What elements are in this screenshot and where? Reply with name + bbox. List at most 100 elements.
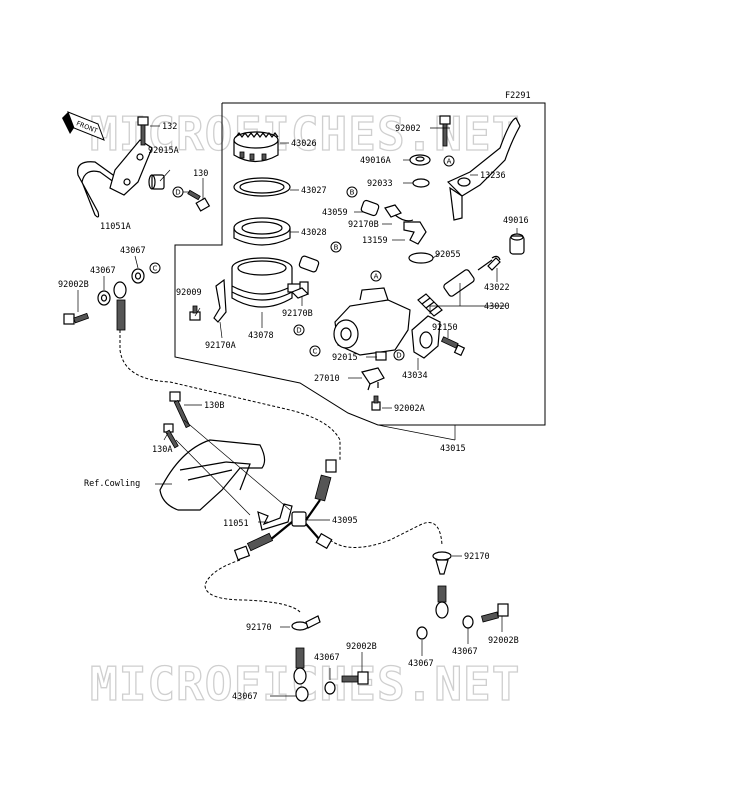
label-92002b-b: 92002B [488, 636, 519, 646]
figure-code: F2291 [505, 91, 531, 101]
label-13159: 13159 [362, 236, 388, 246]
callout-d-reservoir: D [293, 324, 305, 336]
label-13236: 13236 [480, 171, 506, 181]
screw-92002a [371, 395, 381, 411]
reservoir-cap-43026 [233, 131, 279, 163]
bolt-92150 [440, 336, 466, 357]
callout-a-body: A [370, 270, 382, 282]
fitting-left-lower [293, 647, 307, 685]
banjo-bolt-92002b-left [63, 312, 90, 325]
callout-c-body: C [309, 345, 321, 357]
label-130a: 130A [152, 445, 172, 455]
washer-43067-left-c [295, 686, 309, 702]
washer-43067-left-d [324, 681, 336, 695]
label-92170a: 92170A [205, 341, 236, 351]
label-92055: 92055 [435, 250, 461, 260]
cowling-ref [159, 439, 266, 511]
label-92015: 92015 [332, 353, 358, 363]
washer-92033 [412, 178, 430, 188]
label-ref-cowling: Ref.Cowling [84, 479, 140, 489]
master-cylinder-body [333, 287, 411, 356]
callout-b-lower: B [330, 241, 342, 253]
label-92170b-b: 92170B [282, 309, 313, 319]
label-43026: 43026 [291, 139, 317, 149]
banjo-fitting-left [113, 281, 127, 331]
label-43015: 43015 [440, 444, 466, 454]
label-43067-c: 43067 [452, 647, 478, 657]
svg-text:A: A [447, 158, 452, 166]
lever-13236 [446, 117, 521, 221]
svg-text:B: B [350, 189, 355, 197]
fitting-right-lower [435, 585, 449, 619]
hose-fitting-13159 [403, 221, 427, 245]
screw-92009 [189, 305, 201, 321]
label-43027: 43027 [301, 186, 327, 196]
part-labels: 132 92015A 130 11051A 43026 43027 43028 … [58, 122, 529, 702]
svg-text:D: D [296, 327, 301, 335]
callout-d-body: D [393, 349, 405, 361]
cap-92015 [375, 351, 387, 361]
bracket-11051 [257, 503, 293, 531]
bushing-49016a [409, 154, 431, 166]
callout-c-left: C [149, 262, 161, 274]
bolt-130a [163, 423, 179, 449]
washer-43067-left-a [131, 268, 145, 284]
label-92002a: 92002A [394, 404, 425, 414]
svg-text:D: D [396, 352, 401, 360]
leader-lines [77, 125, 518, 697]
hose-line-left [204, 559, 301, 613]
label-43020: 43020 [484, 302, 510, 312]
collar-92015a [148, 174, 165, 190]
clip-43022 [487, 255, 501, 271]
banjo-92170-right [432, 551, 452, 575]
bolt-130 [187, 189, 211, 212]
joint-43095 [233, 459, 337, 561]
label-43078: 43078 [248, 331, 274, 341]
label-132: 132 [162, 122, 177, 132]
label-92009: 92009 [176, 288, 202, 298]
hose-short-b [298, 255, 320, 273]
callout-a-upper: A [443, 155, 455, 167]
banjo-bolt-92002b-lower [341, 671, 369, 685]
label-92002b-a: 92002B [58, 280, 89, 290]
bushing-49016 [509, 233, 525, 255]
hose-line-upper [119, 330, 341, 460]
bolt-92002 [439, 115, 451, 147]
label-92002b-c: 92002B [346, 642, 377, 652]
callout-d-upper: D [172, 186, 184, 198]
assembly-frame [174, 102, 546, 426]
plate-43027 [233, 177, 291, 197]
holder-43034 [411, 315, 441, 359]
label-43067-b: 43067 [90, 266, 116, 276]
hose-43059 [360, 199, 414, 222]
watermark-bottom: MICROFICHES.NET [90, 657, 520, 711]
label-43067-a: 43067 [120, 246, 146, 256]
diaphragm-43028 [233, 217, 291, 246]
bolt-132 [137, 116, 149, 146]
label-43022: 43022 [484, 283, 510, 293]
reservoir-43078 [231, 257, 309, 308]
o-ring-92055 [408, 252, 434, 264]
label-43095: 43095 [332, 516, 358, 526]
svg-text:C: C [153, 265, 158, 273]
label-130b: 130B [204, 401, 224, 411]
switch-27010 [361, 367, 385, 391]
label-43059: 43059 [322, 208, 348, 218]
washer-43067-right-a [416, 626, 428, 640]
label-49016a: 49016A [360, 156, 391, 166]
label-92002: 92002 [395, 124, 421, 134]
label-92033: 92033 [367, 179, 393, 189]
piston-assembly-43020 [417, 259, 493, 317]
svg-text:D: D [175, 189, 180, 197]
label-11051a: 11051A [100, 222, 131, 232]
clamp-92170a [213, 278, 227, 323]
label-43067-f: 43067 [232, 692, 258, 702]
label-92015a: 92015A [148, 146, 179, 156]
clamp-92170b [290, 287, 310, 299]
bracket-11051a [77, 139, 153, 218]
label-27010: 27010 [314, 374, 340, 384]
label-92150: 92150 [432, 323, 458, 333]
banjo-bolt-92002b-right [481, 603, 509, 623]
banjo-92170-left [291, 615, 321, 631]
